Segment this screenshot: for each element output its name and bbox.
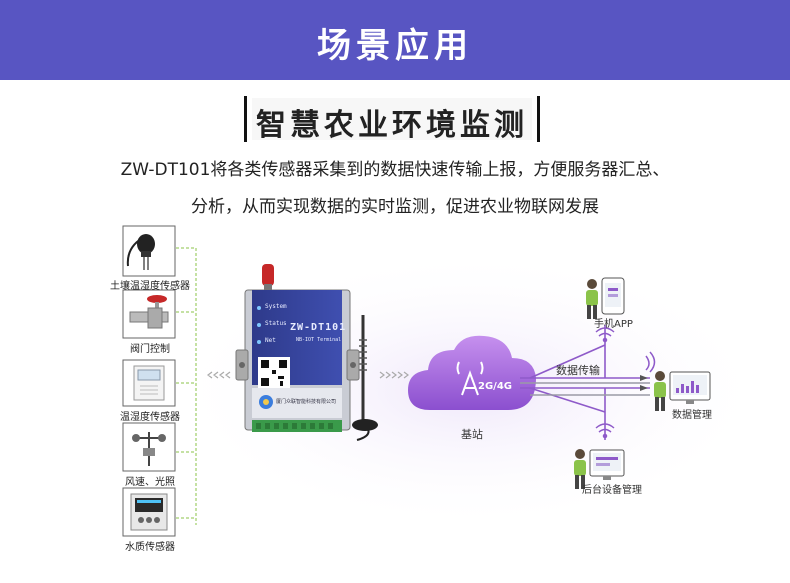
sensor-label-weather: 风速、光照	[125, 477, 175, 488]
description-line-2: 分析，从而实现数据的实时监测，促进农业物联网发展	[191, 197, 599, 217]
sensor-connector-lines	[176, 247, 197, 525]
cloud-2g4g	[408, 335, 536, 410]
endpoint-label-data-mgmt: 数据管理	[672, 410, 712, 421]
cloud-label: 2G/4G	[478, 381, 512, 392]
wifi-icon-top	[595, 327, 615, 343]
header-banner: 场景应用	[0, 0, 790, 80]
arrows-to-cloud	[379, 371, 409, 379]
gateway-maker: 厦门众联智能科技有限公司	[276, 399, 337, 405]
thermo-hygrometer-icon	[122, 359, 176, 407]
wifi-icon-right	[645, 351, 656, 373]
link-arrowheads	[640, 375, 648, 391]
gateway-model: ZW-DT101	[290, 322, 347, 333]
phone-user-icon	[586, 277, 625, 319]
water-quality-meter-icon	[122, 487, 176, 537]
gateway-device	[235, 264, 378, 441]
endpoint-label-backend: 后台设备管理	[582, 485, 642, 496]
gateway-led-status: Status	[265, 320, 287, 327]
subtitle-frame: 智慧农业环境监测	[244, 96, 540, 143]
backend-management-icon	[574, 449, 625, 489]
sensor-label-soil: 土壤温湿度传感器	[110, 281, 190, 292]
gray-links	[520, 382, 650, 396]
data-links	[520, 325, 650, 440]
section-subtitle: 智慧农业环境监测	[256, 108, 528, 143]
gateway-line: NB-IOT Terminal	[296, 337, 342, 343]
weather-station-icon	[122, 422, 176, 472]
endpoint-label-phone: 手机APP	[594, 319, 633, 330]
base-station-label: 基站	[461, 428, 483, 441]
sensor-label-valve: 阀门控制	[130, 344, 170, 355]
link-label: 数据传输	[556, 364, 600, 377]
sensor-label-thermo: 温湿度传感器	[120, 412, 180, 423]
gateway-led-net: Net	[265, 337, 276, 344]
wifi-icon-bottom	[595, 423, 615, 439]
arrows-to-gateway	[207, 371, 231, 379]
signal-tower-icon	[456, 361, 484, 396]
valve-icon	[122, 289, 176, 339]
soil-probe-icon	[122, 225, 176, 277]
description-line-1: ZW-DT101将各类传感器采集到的数据快速传输上报，方便服务器汇总、	[120, 160, 670, 180]
gateway-led-system: System	[265, 303, 287, 310]
page-title: 场景应用	[317, 26, 473, 66]
data-management-icon	[654, 371, 711, 411]
sensor-label-water: 水质传感器	[125, 542, 175, 553]
